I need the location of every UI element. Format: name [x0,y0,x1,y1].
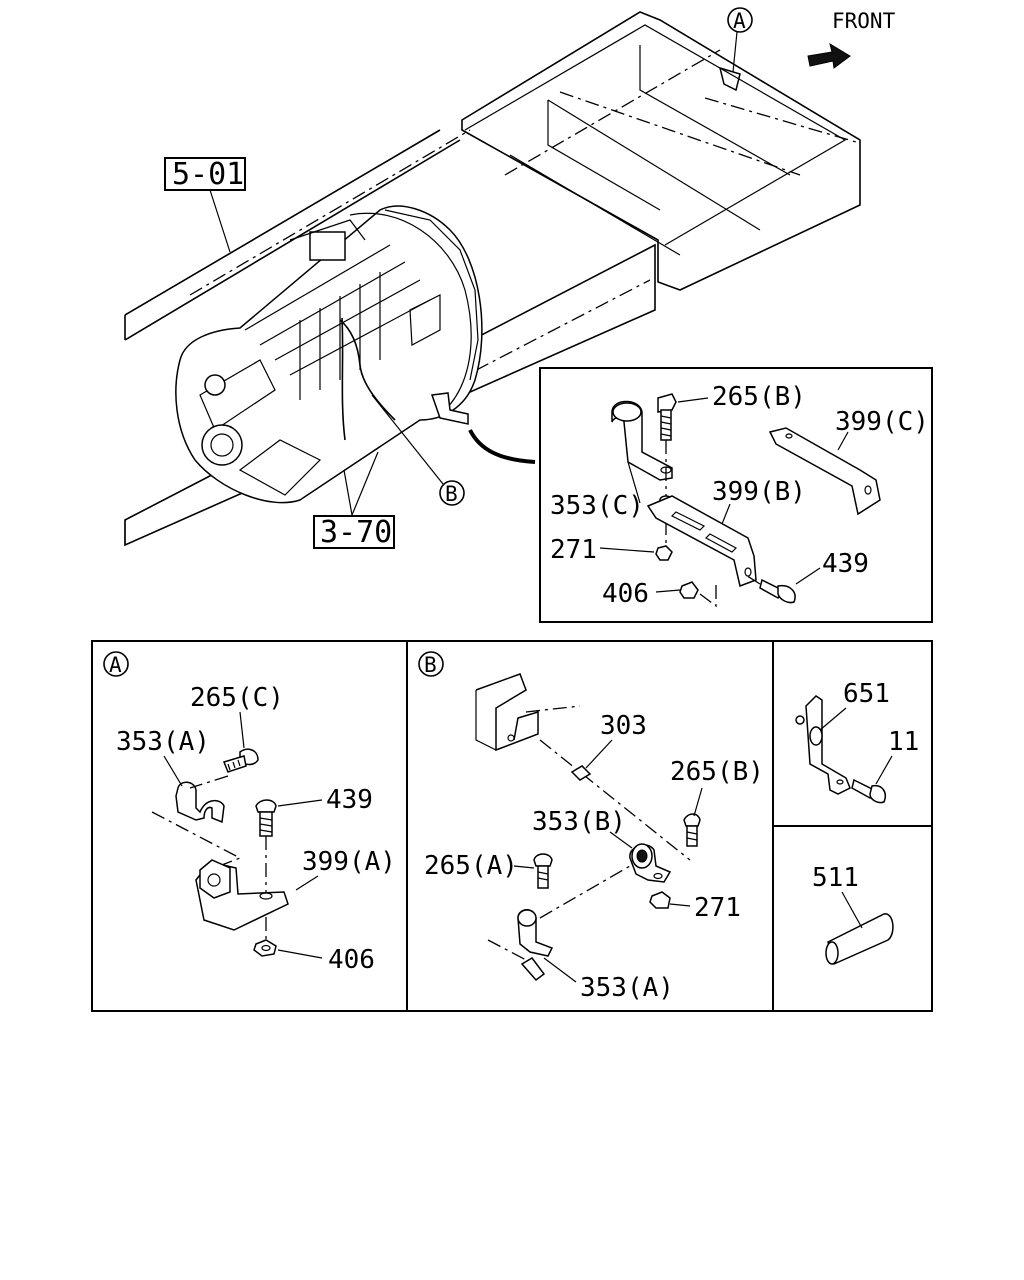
label-271-inset: 271 [550,535,597,565]
label-651: 651 [843,679,890,709]
nut-406-inset [679,581,699,599]
label-265b-panel-b: 265(B) [670,757,764,787]
panel-a-title: A [109,653,122,677]
panel-b-title: B [424,653,437,677]
label-399a: 399(A) [302,847,396,877]
label-353b: 353(B) [532,807,626,837]
panel-c: 651 11 [795,679,919,804]
label-439-panel-a: 439 [326,785,373,815]
bolt-265b-inset [657,393,677,545]
label-406-inset: 406 [602,579,649,609]
label-353a-panel-a: 353(A) [116,727,210,757]
frame-rail-left [124,129,461,341]
panel-a-title-circle [103,651,129,677]
inset-detail: 265(B) 399(C) 399(B) 353(C) 271 406 [539,367,933,623]
transmission-assembly [175,205,483,504]
callout-b-circle [439,480,465,506]
clip-353a-panel-a [175,781,225,824]
label-11: 11 [888,727,919,757]
label-353a-panel-b: 353(A) [580,973,674,1003]
nut-406-panel-a [253,939,277,957]
panel-b: B 303 265(B) [418,651,764,1003]
label-399c: 399(C) [835,407,929,437]
ref-transmission-box [313,515,395,549]
bolt-265a [533,853,553,889]
callout-a-circle [727,7,753,33]
nut-271-panel-b [649,891,671,909]
label-271-panel-b: 271 [694,893,741,923]
label-439-inset: 439 [822,549,869,579]
nut-271-inset [655,545,673,561]
harness-lead [468,429,536,464]
ref-frame-label: 5-01 [172,157,244,192]
bolt-11 [851,778,886,804]
front-arrow-icon [807,42,851,69]
label-265b-inset: 265(B) [712,382,806,412]
pipe-511 [827,913,894,966]
ref-frame-box [164,157,246,191]
clip-353b [629,843,672,883]
clip-353a-panel-b [517,909,554,957]
main-view: FRONT A [124,7,896,550]
bolt-439-panel-a [255,799,277,942]
panel-b-title-circle [418,651,444,677]
ref-transmission-label: 3-70 [320,515,392,550]
inset-frame [539,367,933,623]
pin-303 [570,765,592,781]
bolt-439-inset [743,573,796,604]
label-265a: 265(A) [424,851,518,881]
callout-b-letter: B [445,482,458,506]
front-label: FRONT [832,9,896,33]
label-511: 511 [812,863,859,893]
bolt-265b-panel-b [683,813,701,847]
bracket-399c [768,427,881,516]
label-265c: 265(C) [190,683,284,713]
callout-a-letter: A [733,9,746,33]
label-399b: 399(B) [712,477,806,507]
panel-a: A 353(A) 265(C) 439 [103,651,396,975]
bracket-651 [805,695,851,795]
label-406-panel-a: 406 [328,945,375,975]
pin-303-lower [520,957,546,982]
bottom-panels: A 353(A) 265(C) 439 [91,640,933,1012]
bolt-265c [222,748,259,773]
label-353c: 353(C) [550,491,644,521]
label-303: 303 [600,711,647,741]
bracket-marker-a [718,66,741,92]
bracket-399b [646,495,757,588]
harness-wire [339,319,396,421]
frame-cross-member [461,11,861,291]
panel-d: 511 [812,863,894,966]
